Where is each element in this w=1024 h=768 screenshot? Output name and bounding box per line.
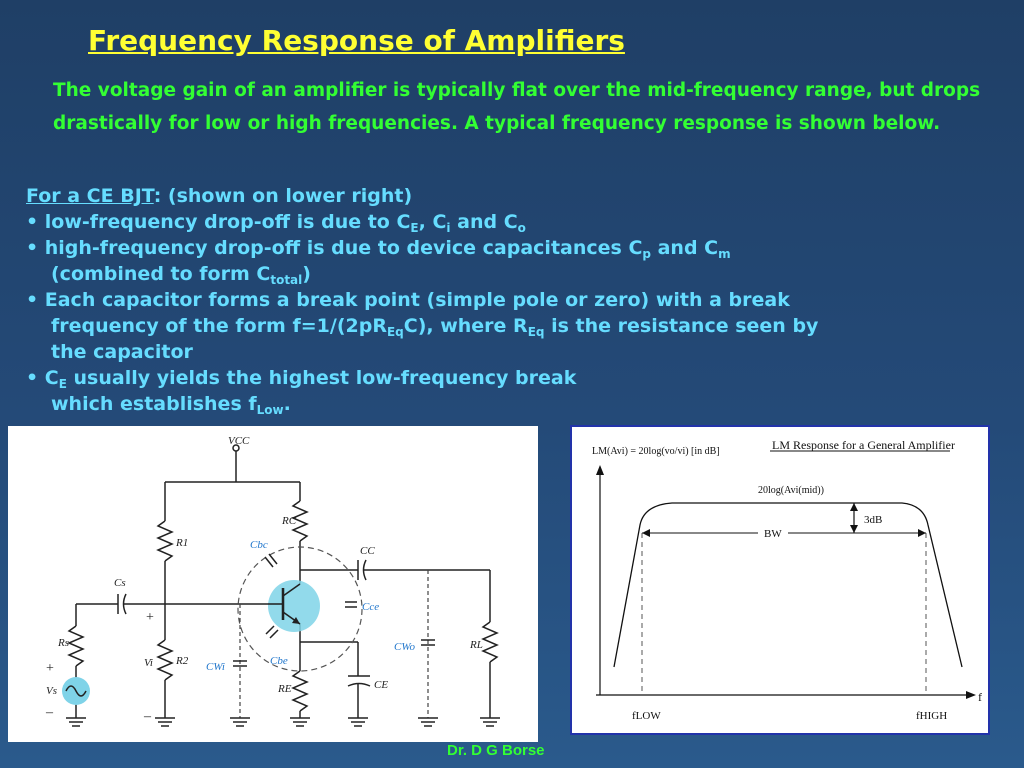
bullet-high-frequency-cont: (combined to form Ctotal) <box>51 263 311 287</box>
bullet-heading: For a CE BJT: (shown on lower right) <box>26 183 1016 209</box>
f-high-label: fHIGH <box>916 710 947 722</box>
author-footer: Dr. D G Borse <box>447 742 545 759</box>
label-rc: RC <box>281 515 297 527</box>
label-cs: Cs <box>114 577 126 589</box>
bullet-low-frequency: • low-frequency drop-off is due to CE, C… <box>26 211 526 235</box>
3db-label: 3dB <box>864 514 882 526</box>
heading-rest: : (shown on lower right) <box>153 185 413 207</box>
bullet-list: For a CE BJT: (shown on lower right) • l… <box>26 183 1016 417</box>
label-plus-left: + <box>46 661 54 676</box>
slide-title: Frequency Response of Amplifiers <box>88 24 625 57</box>
label-cwo: CWo <box>394 641 415 653</box>
label-rs: Rs <box>57 637 69 649</box>
bullet-break-point: • Each capacitor forms a break point (si… <box>26 289 790 311</box>
label-vs: Vs <box>46 685 57 697</box>
f-low-label: fLOW <box>632 710 661 722</box>
label-minus-left: – <box>45 705 54 720</box>
bullet-ce-break-cont: which establishes fLow. <box>51 393 291 417</box>
label-ce: CE <box>374 679 388 691</box>
circuit-diagram-panel: VCC R1 RC Cbc CC Cs + Cce Rs Vi R2 CWi C… <box>8 426 538 742</box>
bullet-ce-break: • CE usually yields the highest low-freq… <box>26 367 577 391</box>
label-vi: Vi <box>144 657 153 669</box>
label-r1: R1 <box>175 537 188 549</box>
label-minus-bottom: – <box>143 709 152 724</box>
label-rl: RL <box>469 639 483 651</box>
heading-link: For a CE BJT <box>26 185 154 207</box>
response-title: LM Response for a General Amplifier <box>772 438 955 452</box>
x-axis-label: f <box>978 690 982 704</box>
label-cbc: Cbc <box>250 539 268 551</box>
label-re: RE <box>277 683 292 695</box>
label-r2: R2 <box>175 655 189 667</box>
mid-gain-label: 20log(Avi(mid)) <box>758 485 824 496</box>
bullet-high-frequency: • high-frequency drop-off is due to devi… <box>26 237 731 261</box>
bw-label: BW <box>764 528 782 540</box>
intro-paragraph: The voltage gain of an amplifier is typi… <box>53 80 981 134</box>
frequency-response-plot: LM Response for a General Amplifier LM(A… <box>592 438 982 722</box>
label-cwi: CWi <box>206 661 225 673</box>
response-curve <box>613 502 963 668</box>
response-y-label: LM(Avi) = 20log(vo/vi) [in dB] <box>592 446 720 457</box>
label-plus-top: + <box>146 610 154 625</box>
frequency-response-panel: LM Response for a General Amplifier LM(A… <box>570 425 990 735</box>
bullet-break-point-cont: frequency of the form f=1/(2pREqC), wher… <box>51 315 819 339</box>
circuit-schematic: VCC R1 RC Cbc CC Cs + Cce Rs Vi R2 CWi C… <box>45 435 500 727</box>
label-vcc: VCC <box>228 435 250 447</box>
label-cce: Cce <box>362 601 379 613</box>
bullet-break-point-cont2: the capacitor <box>51 341 193 363</box>
label-cc: CC <box>360 545 375 557</box>
transistor-highlight <box>268 580 320 632</box>
label-cbe: Cbe <box>270 655 288 667</box>
